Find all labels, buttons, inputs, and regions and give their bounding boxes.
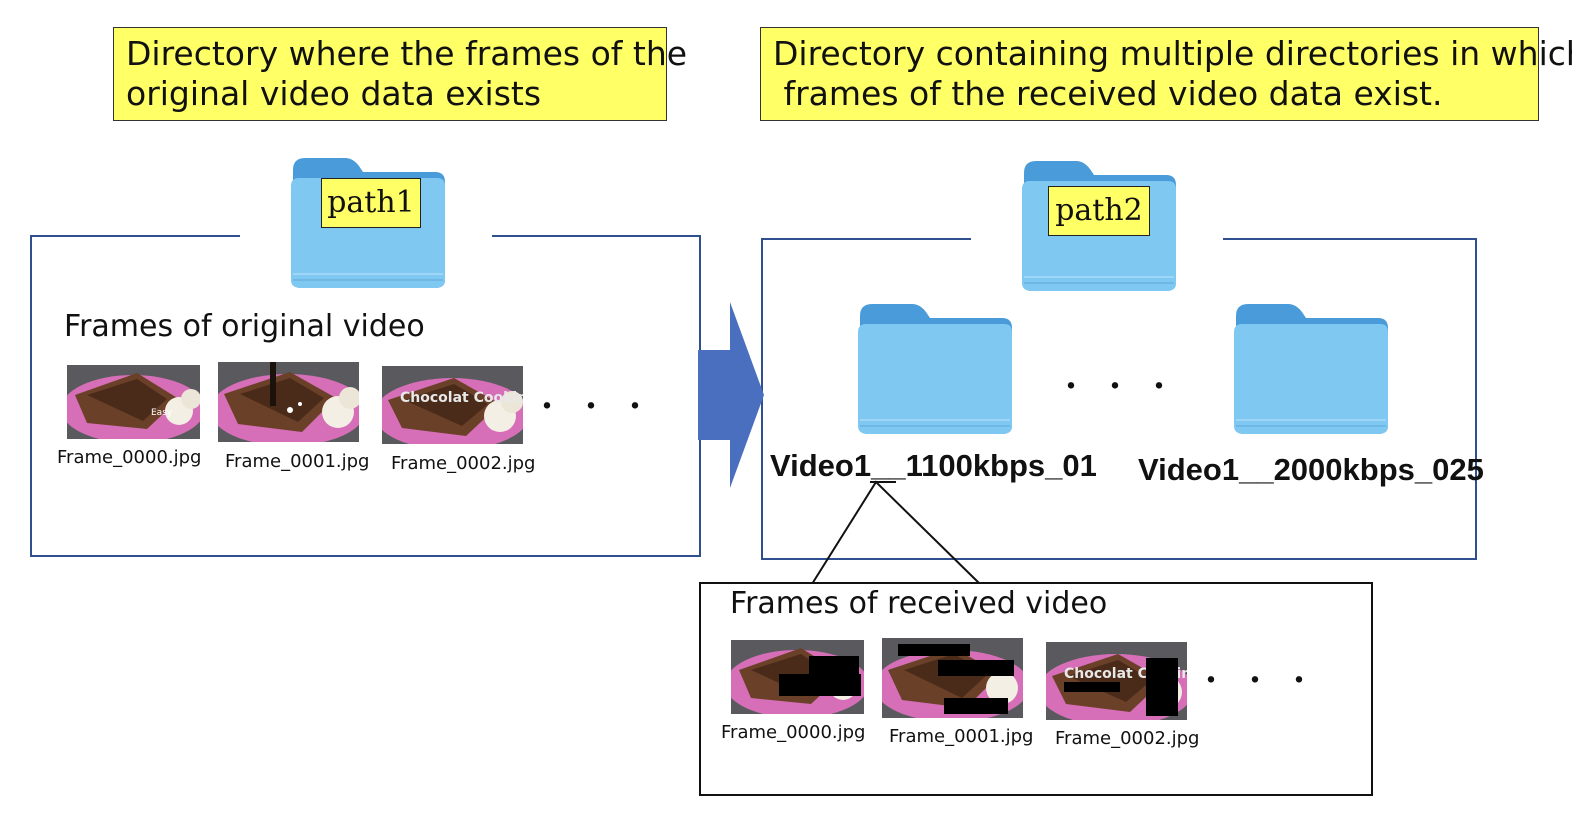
- received-frame-thumbnail[interactable]: Chocolat Cooking: [1046, 642, 1187, 720]
- received-file-name: Frame_0000.jpg: [721, 722, 866, 743]
- original-frame-thumbnail[interactable]: [218, 362, 359, 442]
- subfolder-ellipsis: ・・・: [1056, 370, 1188, 405]
- original-frame-thumbnail[interactable]: Easy: [67, 365, 200, 439]
- original-file-name: Frame_0000.jpg: [57, 447, 202, 468]
- note-received-line2: frames of the received video data exist.: [773, 74, 1443, 113]
- thumbnail-caption: Easy: [151, 408, 173, 418]
- right-arrow-icon: [698, 302, 766, 488]
- folder-icon[interactable]: [856, 302, 1014, 436]
- note-received-line1: Directory containing multiple directorie…: [773, 34, 1572, 73]
- note-original-line2: original video data exists: [126, 74, 542, 113]
- note-original-line1: Directory where the frames of the: [126, 34, 688, 73]
- original-file-name: Frame_0002.jpg: [391, 453, 536, 474]
- folder-icon[interactable]: [1232, 302, 1390, 436]
- received-frames-ellipsis: ・・・: [1196, 664, 1328, 699]
- original-frames-heading: Frames of original video: [64, 309, 425, 344]
- received-frame-thumbnail[interactable]: [731, 640, 864, 714]
- received-file-name: Frame_0001.jpg: [889, 726, 1034, 747]
- path2-label: path2: [1048, 186, 1150, 236]
- subfolder-name-2000kbps: Video1__2000kbps_025: [1138, 452, 1484, 487]
- original-file-name: Frame_0001.jpg: [225, 451, 370, 472]
- note-original-directory: Directory where the frames of the origin…: [113, 27, 688, 121]
- subfolder-name-1100kbps: Video1__1100kbps_01: [770, 448, 1097, 483]
- received-file-name: Frame_0002.jpg: [1055, 728, 1200, 749]
- received-frames-heading: Frames of received video: [730, 586, 1108, 621]
- original-frames-ellipsis: ・・・: [532, 390, 664, 425]
- callout-connector: [800, 478, 990, 588]
- path1-label: path1: [321, 178, 421, 228]
- thumbnail-caption: Chocolat Cooking: [400, 390, 523, 406]
- note-received-directory: Directory containing multiple directorie…: [760, 27, 1572, 121]
- received-frame-thumbnail[interactable]: [882, 638, 1023, 718]
- original-frame-thumbnail[interactable]: Chocolat Cooking: [382, 366, 523, 444]
